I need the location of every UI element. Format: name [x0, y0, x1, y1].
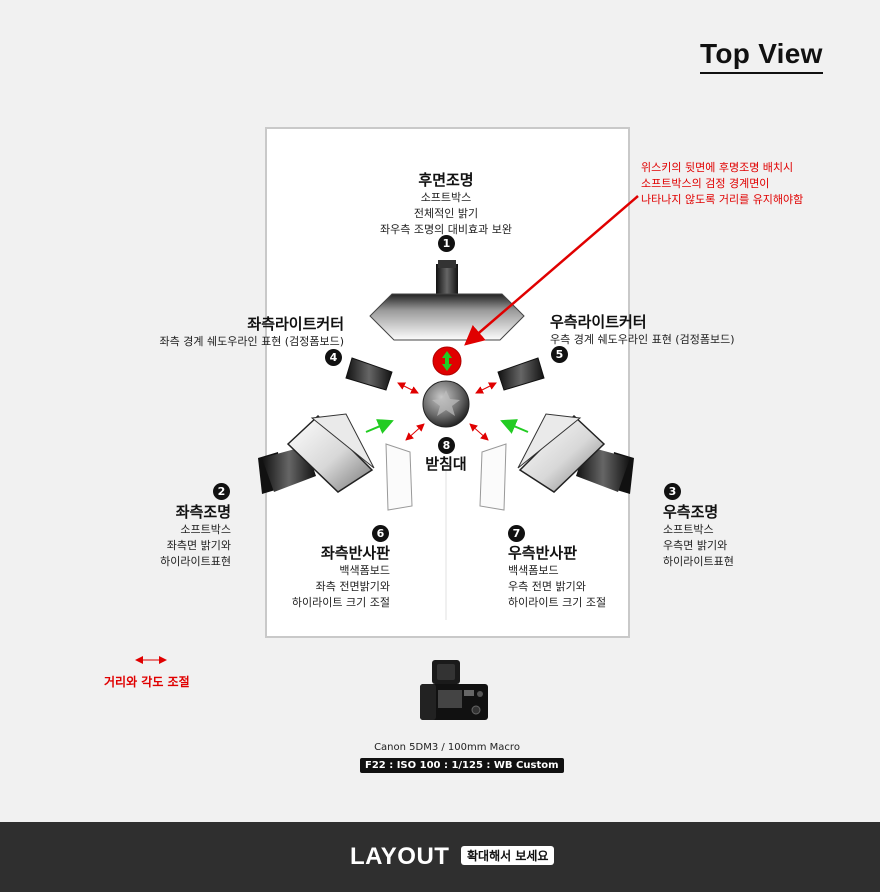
camera-icon — [420, 660, 488, 720]
zoom-hint-button[interactable]: 확대해서 보세요 — [461, 846, 555, 865]
right-reflector-desc-2: 우측 전면 밝기와 — [508, 580, 586, 593]
badge-7: 7 — [508, 525, 525, 542]
adjust-arrows — [397, 382, 497, 441]
left-reflector-title: 좌측반사판 — [320, 544, 390, 562]
right-reflector-board — [479, 443, 507, 511]
right-light-label: 우측조명 소프트박스 우측면 밝기와 하이라이트표현 — [663, 502, 803, 570]
right-cutter-label: 우측라이트커터 우측 경계 쉐도우라인 표현 (검정폼보드) — [550, 312, 780, 348]
right-reflector-title: 우측반사판 — [508, 544, 578, 562]
note-line-1: 위스키의 뒷면에 후명조명 배치시 — [641, 161, 794, 174]
product-stand — [422, 380, 470, 428]
right-light-softbox — [517, 413, 634, 494]
back-light-desc-3: 좌우측 조명의 대비효과 보완 — [380, 223, 512, 236]
back-light-desc-1: 소프트박스 — [420, 191, 472, 204]
whisky-note: 위스키의 뒷면에 후명조명 배치시 소프트박스의 검정 경계면이 나타나지 않도… — [641, 160, 841, 208]
stand-label: 받침대 — [396, 454, 496, 474]
left-light-label: 좌측조명 소프트박스 좌측면 밝기와 하이라이트표현 — [110, 502, 231, 570]
badge-4: 4 — [325, 349, 342, 366]
left-light-cutter — [345, 357, 393, 391]
left-cutter-desc: 좌측 경계 쉐도우라인 표현 (검정폼보드) — [159, 335, 345, 348]
camera-model: Canon 5DM3 / 100mm Macro — [374, 742, 520, 753]
right-cutter-desc: 우측 경계 쉐도우라인 표현 (검정폼보드) — [550, 333, 735, 346]
left-light-direction-arrow — [365, 419, 394, 434]
legend-label: 거리와 각도 조절 — [104, 675, 190, 689]
note-pointer-arrow — [464, 195, 639, 346]
right-cutter-title: 우측라이트커터 — [550, 313, 647, 331]
note-line-3: 나타나지 않도록 거리를 유지해야함 — [641, 193, 804, 206]
footer-title: LAYOUT — [350, 843, 450, 870]
footer-bar — [0, 822, 880, 892]
left-reflector-desc-1: 백색폼보드 — [339, 564, 390, 577]
badge-8: 8 — [438, 437, 455, 454]
left-reflector-desc-3: 하이라이트 크기 조절 — [291, 596, 390, 609]
left-reflector-board — [385, 443, 413, 511]
left-light-desc-1: 소프트박스 — [180, 523, 231, 536]
badge-5: 5 — [551, 346, 568, 363]
left-light-softbox — [258, 413, 375, 494]
back-light-desc-2: 전체적인 밝기 — [413, 207, 479, 220]
right-reflector-desc-3: 하이라이트 크기 조절 — [508, 596, 607, 609]
right-light-desc-1: 소프트박스 — [663, 523, 714, 536]
left-cutter-title: 좌측라이트커터 — [247, 315, 344, 333]
right-light-title: 우측조명 — [663, 503, 719, 521]
whisky-bottle-marker — [432, 346, 462, 376]
camera-settings: F22 : ISO 100 : 1/125 : WB Custom — [360, 758, 564, 773]
back-light-label: 후면조명 소프트박스 전체적인 밝기 좌우측 조명의 대비효과 보완 — [346, 170, 546, 238]
right-light-cutter — [497, 357, 545, 391]
back-light-title: 후면조명 — [418, 171, 474, 189]
right-light-desc-2: 우측면 밝기와 — [663, 539, 728, 552]
right-light-desc-3: 하이라이트표현 — [663, 555, 734, 568]
left-light-desc-3: 하이라이트표현 — [160, 555, 231, 568]
left-reflector-desc-2: 좌측 전면밝기와 — [315, 580, 390, 593]
stand-title: 받침대 — [425, 455, 467, 473]
badge-6: 6 — [372, 525, 389, 542]
left-light-title: 좌측조명 — [175, 503, 231, 521]
left-reflector-label: 좌측반사판 백색폼보드 좌측 전면밝기와 하이라이트 크기 조절 — [250, 543, 390, 611]
back-light-softbox — [369, 260, 525, 341]
note-line-2: 소프트박스의 검정 경계면이 — [641, 177, 770, 190]
badge-3: 3 — [664, 483, 681, 500]
right-reflector-label: 우측반사판 백색폼보드 우측 전면 밝기와 하이라이트 크기 조절 — [508, 543, 648, 611]
right-light-direction-arrow — [500, 419, 529, 434]
badge-1: 1 — [438, 235, 455, 252]
left-light-desc-2: 좌측면 밝기와 — [166, 539, 231, 552]
right-reflector-desc-1: 백색폼보드 — [508, 564, 559, 577]
left-cutter-label: 좌측라이트커터 좌측 경계 쉐도우라인 표현 (검정폼보드) — [120, 314, 345, 350]
page-title: Top View — [700, 38, 823, 74]
badge-2: 2 — [213, 483, 230, 500]
